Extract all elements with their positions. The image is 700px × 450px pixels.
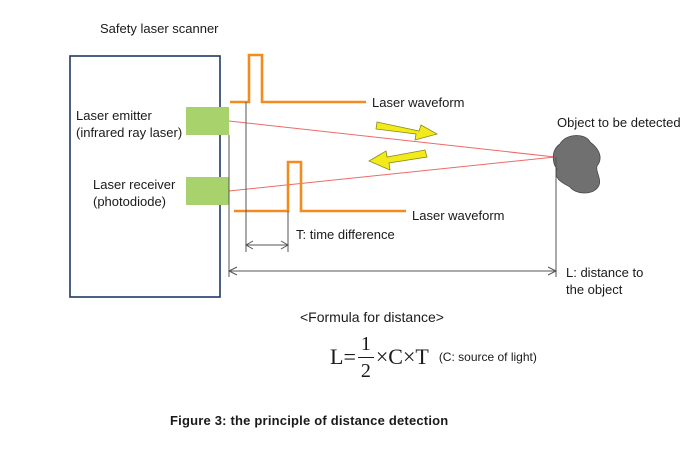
laser-receiver-block: [186, 177, 229, 205]
distance-arrowhead-right: [547, 266, 558, 276]
waveform-bottom-label: Laser waveform: [412, 208, 505, 223]
time-arrowhead-left: [244, 240, 254, 250]
outgoing-beam: [228, 120, 556, 158]
arrow-left-icon: [368, 149, 428, 171]
distance-label-line1: L: distance to: [566, 265, 644, 280]
distance-label: L: distance to the object: [566, 264, 643, 298]
receiver-label: Laser receiver (photodiode): [93, 176, 175, 210]
time-arrowhead-right: [280, 240, 290, 250]
object-shape: [552, 135, 601, 194]
distance-arrowhead-left: [227, 266, 238, 276]
emitter-label-line1: Laser emitter: [76, 108, 152, 123]
waveform-top-label: Laser waveform: [372, 95, 465, 110]
receiver-label-line2: (photodiode): [93, 194, 166, 209]
figure-caption: Figure 3: the principle of distance dete…: [170, 413, 449, 428]
time-difference-label: T: time difference: [296, 227, 395, 242]
scanner-box: [69, 55, 221, 298]
formula-title: <Formula for distance>: [300, 309, 444, 325]
scanner-title: Safety laser scanner: [100, 21, 219, 36]
formula-equals: =: [343, 344, 356, 369]
arrow-right-icon: [375, 121, 439, 141]
fraction-bar: [357, 356, 374, 358]
bottom-waveform: [234, 160, 406, 213]
distance-label-line2: the object: [566, 282, 623, 297]
formula-lhs: L: [330, 344, 344, 369]
laser-emitter-block: [186, 107, 229, 135]
top-waveform: [230, 53, 366, 104]
emitter-label: Laser emitter (infrared ray laser): [76, 107, 182, 141]
returning-beam: [228, 156, 556, 192]
emitter-label-line2: (infrared ray laser): [76, 125, 183, 140]
formula-rhs: ×C×T: [375, 344, 429, 369]
formula-numerator: 1: [360, 332, 371, 355]
distance-formula: L = 1 2 ×C×T (C: source of light): [330, 330, 537, 384]
object-label: Object to be detected: [557, 115, 681, 130]
formula-denominator: 2: [360, 359, 371, 382]
formula-fraction: 1 2: [357, 332, 374, 382]
receiver-label-line1: Laser receiver: [93, 177, 176, 192]
formula-note: (C: source of light): [438, 350, 537, 364]
